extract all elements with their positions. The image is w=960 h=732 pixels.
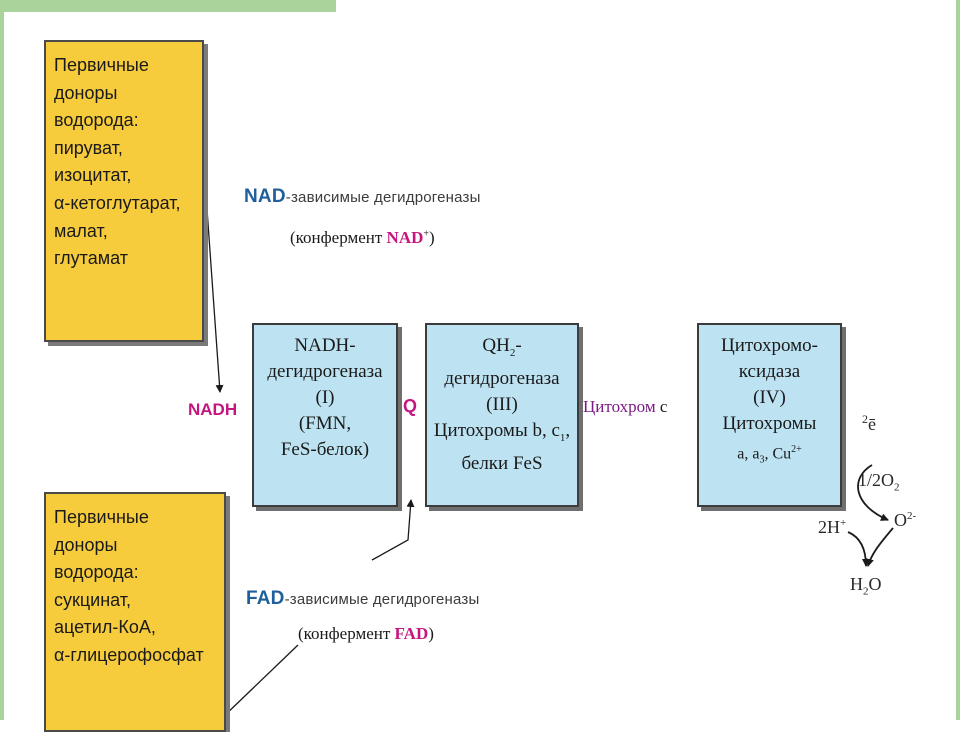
- complex-line: FeS-белок): [280, 439, 370, 460]
- donor-line: α-глицерофосфат: [54, 644, 204, 665]
- water-h: H: [850, 574, 863, 594]
- donor-line: водорода:: [54, 562, 139, 583]
- arrow-donors2-to-fad: [221, 644, 299, 719]
- decorative-right-bar: [956, 0, 960, 720]
- complex-line: Цитохромы b, c1,: [427, 418, 577, 451]
- cyt-bc-tail: ,: [565, 419, 571, 441]
- coenzyme-nad: NAD: [386, 228, 424, 247]
- coenzyme-nad-charge: +: [423, 228, 430, 240]
- arrow-donors-to-nadh: [205, 194, 224, 393]
- fad-prefix: FAD: [246, 588, 285, 609]
- primary-donors-box-nad: Первичные доноры водорода: пируват, изоц…: [44, 40, 204, 342]
- complex-iv-box: Цитохромо- ксидаза (IV) Цитохромы a, a3,…: [697, 323, 842, 507]
- complex-line: (FMN,: [298, 413, 352, 434]
- electrons-label: 2ē: [862, 412, 876, 435]
- donor-line: Первичные: [54, 55, 149, 75]
- complex-line: QH2-: [427, 333, 577, 366]
- arrow-fad-to-q: [371, 499, 415, 561]
- coenzyme-fad: FAD: [394, 624, 429, 643]
- protons-charge: +: [840, 517, 847, 529]
- nad-dehydrogenases-label: NAD-зависимые дегидрогеназы: [244, 186, 481, 208]
- complex-line: Цитохромо-: [721, 335, 818, 356]
- qh2-tail: -: [515, 335, 522, 356]
- nad-rest: -зависимые дегидрогеназы: [285, 189, 481, 206]
- arrow-oxide-to-water: [866, 527, 894, 567]
- donor-line: Первичные: [54, 507, 149, 527]
- complex-line: a, a3, Cu2+: [699, 437, 840, 474]
- oxide-label: O2-: [894, 510, 916, 531]
- decorative-left-bar: [0, 0, 4, 720]
- cyt-a3-sub: 3: [759, 454, 765, 466]
- cyt-a-text: a, a: [737, 445, 760, 463]
- coenzyme-close: ): [428, 624, 434, 643]
- donor-line: малат,: [54, 220, 108, 241]
- nad-coenzyme-label: (конфермент NAD+): [290, 228, 435, 248]
- donor-line: изоцитат,: [54, 165, 132, 186]
- decorative-top-bar: [0, 0, 336, 12]
- donor-line: пируват,: [54, 137, 123, 158]
- complex-line: (III): [486, 393, 518, 415]
- water-sub: 2: [863, 585, 869, 598]
- complex-i-box: NADH- дегидрогеназа (I) (FMN, FeS-белок): [252, 323, 398, 507]
- cyt-c1-sub: 1: [559, 431, 566, 444]
- primary-donors-box-fad: Первичные доноры водорода: сукцинат, аце…: [44, 492, 226, 732]
- donor-line: доноры: [54, 534, 118, 555]
- coenzyme-open: (конфермент: [298, 624, 395, 643]
- electron-symbol: ē: [868, 414, 876, 434]
- complex-line: ксидаза: [738, 361, 801, 382]
- complex-line: (I): [315, 387, 335, 408]
- protons-text: 2H: [818, 517, 840, 537]
- donor-line: доноры: [54, 82, 118, 103]
- complex-line: (IV): [753, 387, 786, 408]
- oxide-text: O: [894, 510, 907, 530]
- donor-line: сукцинат,: [54, 589, 132, 610]
- cytochrome-name: Цитохром: [583, 397, 656, 416]
- donor-line: α-кетоглутарат,: [54, 192, 181, 213]
- half-o2-text: 1/2O: [858, 470, 894, 490]
- complex-line: дегидрогеназа: [444, 367, 560, 389]
- water-o: O: [868, 574, 882, 594]
- half-o2-label: 1/2O2: [858, 470, 900, 494]
- water-label: H2O: [850, 574, 882, 598]
- complex-line: белки FeS: [461, 452, 543, 474]
- cu-charge: 2+: [791, 444, 802, 455]
- nadh-label: NADH: [188, 400, 238, 419]
- qh2-sub: 2: [509, 346, 516, 359]
- complex-iii-box: QH2- дегидрогеназа (III) Цитохромы b, c1…: [425, 323, 579, 507]
- complex-line: Цитохромы: [722, 413, 817, 434]
- oxide-charge: 2-: [907, 510, 917, 522]
- cytochrome-suffix: c: [655, 397, 668, 416]
- cytochrome-c-label: Цитохром c: [583, 397, 667, 417]
- cu-text: , Cu: [764, 445, 792, 463]
- qh2-text: QH: [482, 335, 510, 356]
- electron-count: 2: [862, 412, 868, 426]
- donor-line: водорода:: [54, 110, 139, 131]
- complex-line: NADH-: [294, 335, 356, 356]
- arrow-o2-to-oxide: [857, 464, 889, 521]
- fad-dehydrogenases-label: FAD-зависимые дегидрогеназы: [246, 588, 479, 610]
- protons-label: 2H+: [818, 517, 846, 538]
- fad-coenzyme-label: (конфермент FAD): [298, 624, 434, 644]
- donor-line: глутамат: [54, 248, 128, 269]
- arrow-protons-to-water: [847, 531, 870, 567]
- nad-prefix: NAD: [244, 186, 286, 207]
- fad-rest: -зависимые дегидрогеназы: [284, 591, 480, 608]
- complex-line: дегидрогеназа: [267, 361, 383, 382]
- coenzyme-close: ): [429, 228, 435, 247]
- cyt-bc-text: Цитохромы b, c: [433, 419, 560, 441]
- coenzyme-open: (конфермент: [290, 228, 387, 247]
- o2-sub: 2: [894, 481, 900, 494]
- donor-line: ацетил-КоА,: [54, 617, 156, 638]
- ubiquinone-q-label: Q: [403, 396, 418, 416]
